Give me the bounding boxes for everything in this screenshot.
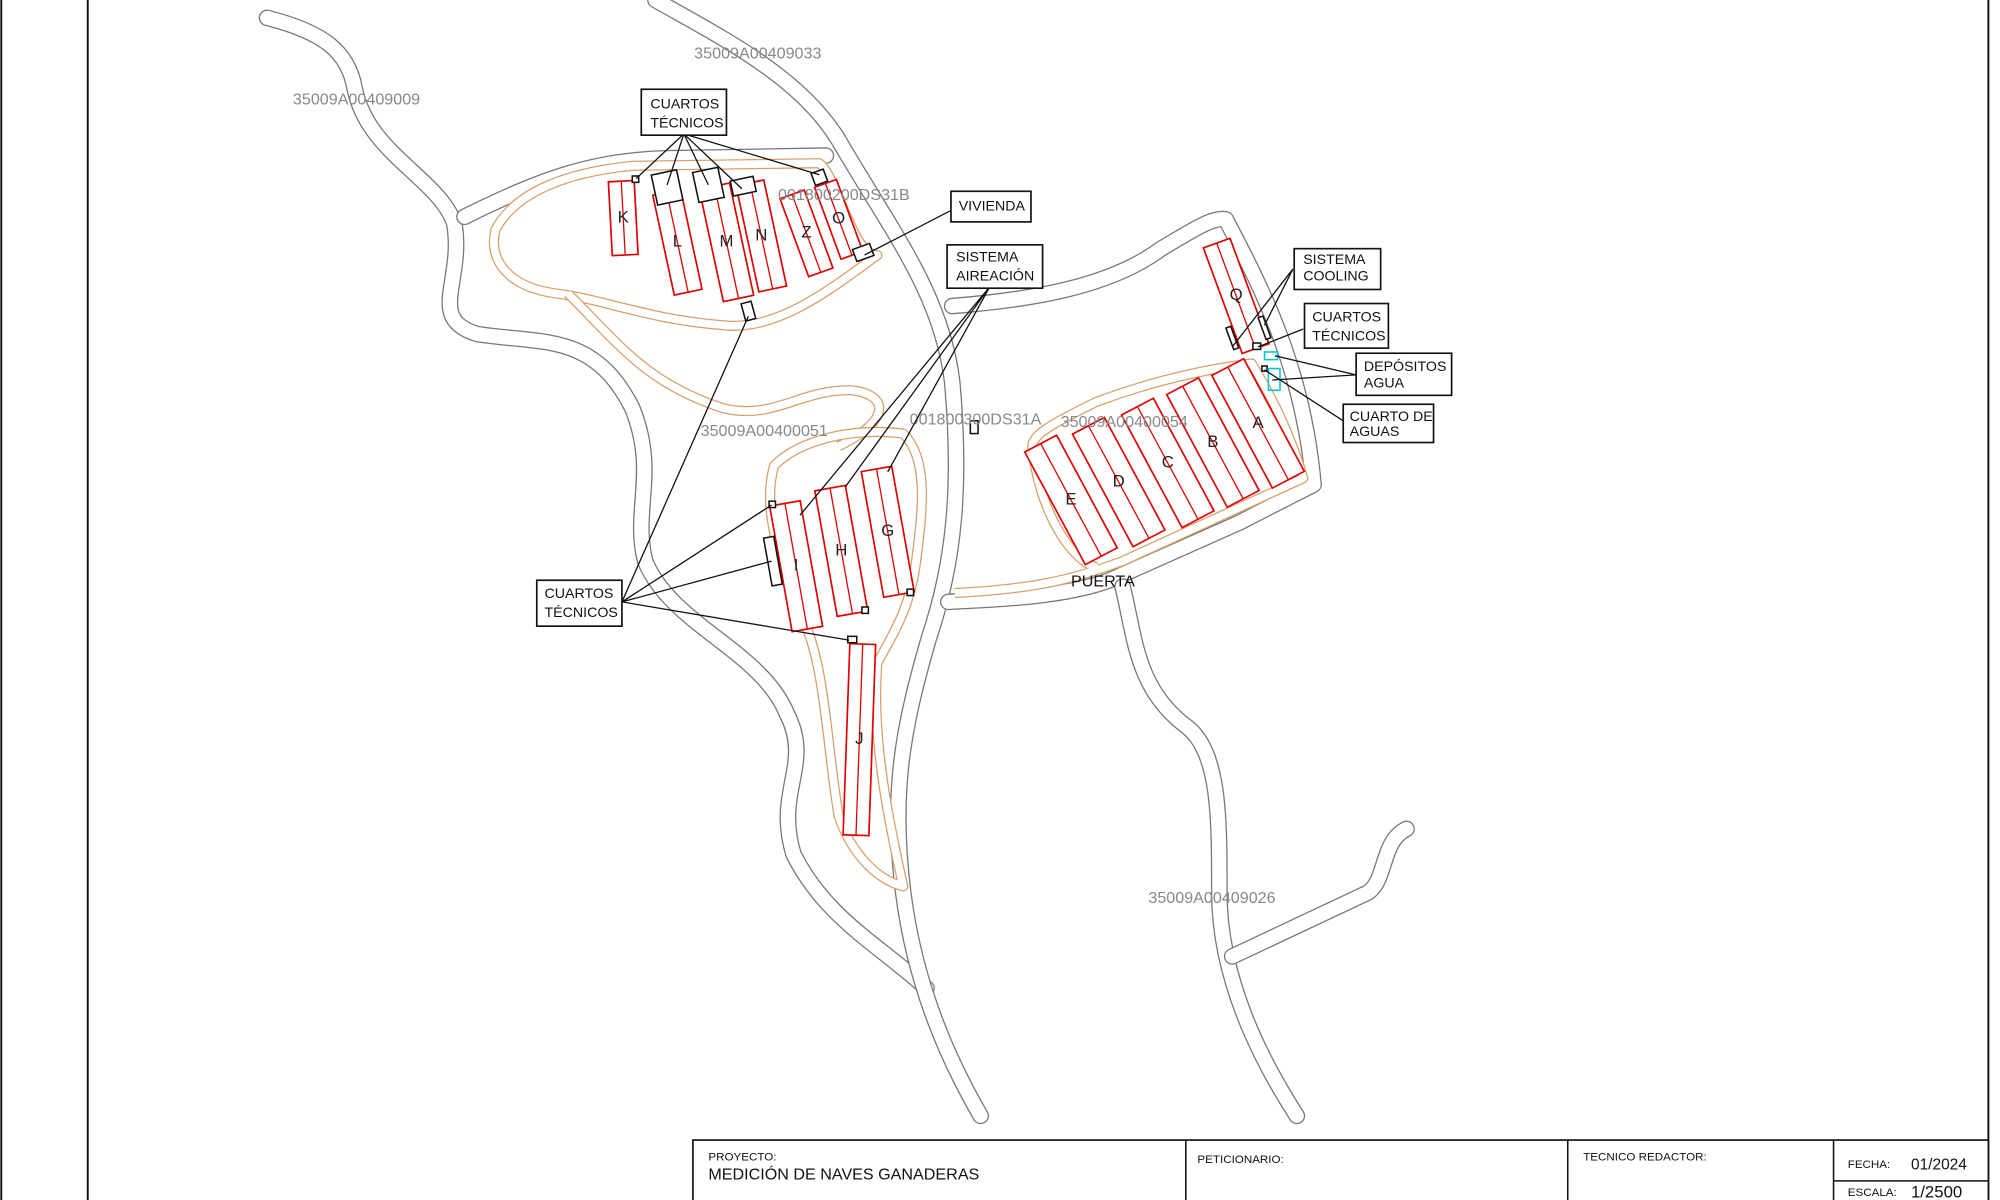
svg-text:TÉCNICOS: TÉCNICOS bbox=[545, 604, 618, 620]
svg-text:AGUAS: AGUAS bbox=[1350, 423, 1400, 439]
svg-text:VIVIENDA: VIVIENDA bbox=[959, 197, 1026, 213]
parcel-label: 35009A00409033 bbox=[694, 45, 821, 63]
building-divider bbox=[791, 194, 822, 273]
svg-text:CUARTOS: CUARTOS bbox=[650, 95, 719, 111]
building-h: H bbox=[813, 484, 869, 618]
building-divider bbox=[875, 468, 900, 595]
callout-cuartos-tecnicos-right: CUARTOS TÉCNICOS bbox=[1303, 302, 1390, 349]
building-label: O bbox=[832, 209, 845, 228]
building-b: B bbox=[1165, 376, 1261, 509]
parcel-label: 35009A00400051 bbox=[701, 422, 828, 440]
building-label: I bbox=[794, 556, 799, 575]
escala-label: ESCALA: bbox=[1848, 1187, 1897, 1199]
callout-cuarto-de-aguas: CUARTO DE AGUAS bbox=[1342, 403, 1435, 444]
building-label: M bbox=[719, 232, 733, 251]
callout-cuartos-tecnicos-top: CUARTOS TÉCNICOS bbox=[640, 88, 728, 137]
building-divider bbox=[1040, 443, 1102, 557]
tecnico-label: TECNICO REDACTOR: bbox=[1583, 1152, 1707, 1164]
parcel-label: 35009A00409009 bbox=[293, 91, 420, 109]
building-divider bbox=[1216, 242, 1257, 349]
svg-text:TÉCNICOS: TÉCNICOS bbox=[1312, 328, 1385, 344]
building-divider bbox=[829, 487, 854, 614]
parcel-label: 001800200DS31B bbox=[778, 186, 910, 204]
building-label: Q bbox=[1230, 285, 1243, 304]
building-label: K bbox=[618, 208, 629, 227]
svg-text:CUARTOS: CUARTOS bbox=[545, 585, 614, 601]
building-divider bbox=[855, 644, 864, 836]
title-block: PROYECTO: MEDICIÓN DE NAVES GANADERAS PE… bbox=[692, 1139, 1990, 1200]
callout-sistema-cooling: SISTEMA COOLING bbox=[1293, 247, 1382, 291]
building-label: C bbox=[1162, 452, 1174, 471]
building-d: D bbox=[1071, 416, 1167, 548]
building-label: J bbox=[855, 729, 863, 748]
leader-lines bbox=[621, 133, 1357, 641]
svg-text:AGUA: AGUA bbox=[1364, 375, 1405, 391]
building-k: K bbox=[607, 179, 639, 257]
building-divider bbox=[824, 183, 853, 256]
building-g: G bbox=[860, 465, 916, 599]
building-label: G bbox=[881, 521, 894, 540]
parcel-label: 001800300DS31A bbox=[910, 411, 1042, 429]
building-label: H bbox=[835, 540, 847, 559]
building-label: E bbox=[1065, 489, 1076, 508]
building-o: O bbox=[813, 178, 864, 261]
svg-text:DEPÓSITOS: DEPÓSITOS bbox=[1364, 358, 1447, 374]
svg-text:CUARTO DE: CUARTO DE bbox=[1350, 408, 1433, 424]
svg-text:COOLING: COOLING bbox=[1303, 268, 1368, 284]
callout-vivienda: VIVIENDA bbox=[950, 190, 1032, 223]
building-label: D bbox=[1113, 472, 1125, 491]
building-divider bbox=[749, 182, 774, 290]
building-e: E bbox=[1023, 434, 1119, 566]
building-i: I bbox=[768, 499, 824, 633]
building-divider bbox=[1182, 385, 1244, 500]
building-l: L bbox=[651, 188, 704, 297]
building-label: A bbox=[1252, 413, 1264, 432]
callout-sistema-aireacion: SISTEMA AIREACIÓN bbox=[946, 244, 1044, 290]
fecha-value: 01/2024 bbox=[1911, 1156, 1967, 1173]
escala-value: 1/2500 bbox=[1911, 1183, 1962, 1200]
roads bbox=[258, 0, 1415, 1125]
building-divider bbox=[666, 192, 689, 293]
building-label: L bbox=[673, 232, 682, 251]
building-divider bbox=[1136, 406, 1199, 520]
proyecto-value: MEDICIÓN DE NAVES GANADERAS bbox=[708, 1165, 979, 1184]
building-divider bbox=[1087, 425, 1150, 539]
building-divider bbox=[1227, 366, 1289, 480]
callout-cuartos-tecnicos-left: CUARTOS TÉCNICOS bbox=[535, 579, 623, 627]
building-label: Z bbox=[801, 223, 811, 242]
building-a: A bbox=[1210, 357, 1306, 490]
building-j: J bbox=[842, 642, 877, 837]
building-label: B bbox=[1207, 432, 1218, 451]
building-label: N bbox=[755, 225, 767, 244]
svg-text:TÉCNICOS: TÉCNICOS bbox=[650, 115, 723, 131]
building-z: Z bbox=[778, 188, 834, 278]
buildings: K L M N Z O Q A B C D E I H G J bbox=[607, 178, 1306, 837]
gate-label: PUERTA bbox=[1071, 573, 1135, 591]
parcel-label: 35009A00409026 bbox=[1148, 889, 1275, 907]
svg-text:SISTEMA: SISTEMA bbox=[956, 249, 1019, 265]
svg-text:AIREACIÓN: AIREACIÓN bbox=[956, 268, 1034, 284]
callout-depositos-agua: DEPÓSITOS AGUA bbox=[1355, 352, 1453, 397]
peticionario-label: PETICIONARIO: bbox=[1197, 1154, 1283, 1166]
svg-text:CUARTOS: CUARTOS bbox=[1312, 308, 1381, 324]
building-divider bbox=[620, 181, 626, 256]
fecha-label: FECHA: bbox=[1848, 1159, 1891, 1171]
building-divider bbox=[784, 503, 808, 630]
parcel-label: 35009A00400054 bbox=[1061, 413, 1188, 431]
svg-text:SISTEMA: SISTEMA bbox=[1303, 251, 1366, 267]
building-divider bbox=[713, 186, 740, 299]
building-c: C bbox=[1120, 397, 1216, 529]
proyecto-label: PROYECTO: bbox=[708, 1152, 776, 1164]
parcel-labels: 35009A00409033 35009A00409009 001800200D… bbox=[293, 45, 1276, 907]
